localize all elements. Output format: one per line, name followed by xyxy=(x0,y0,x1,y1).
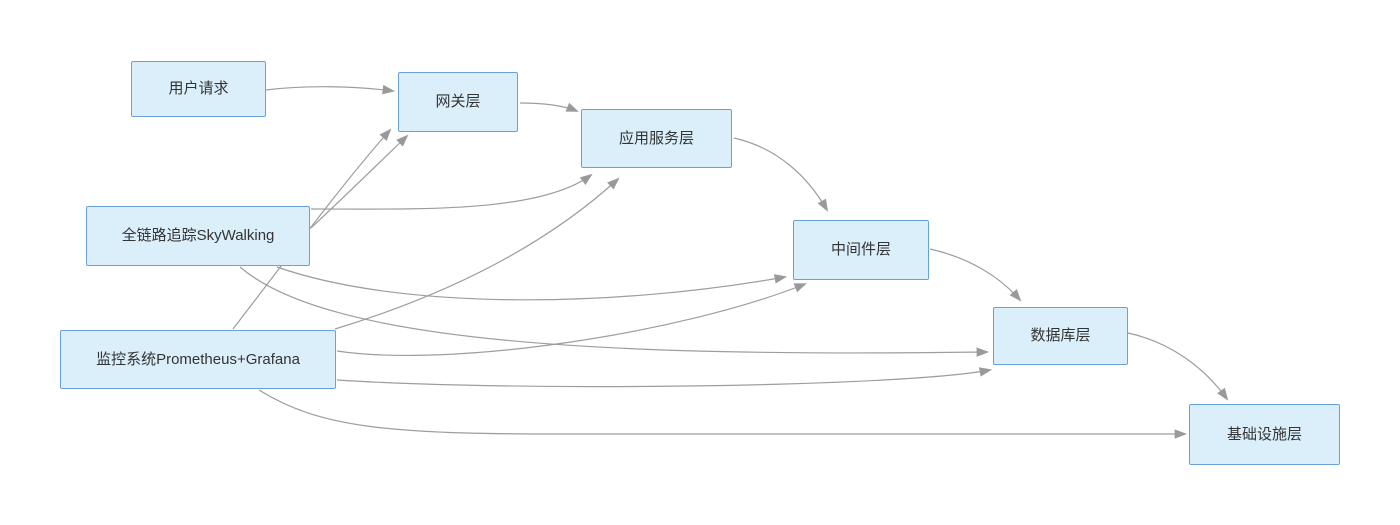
edge-user-request-gateway xyxy=(265,86,394,92)
edge-monitoring-database xyxy=(336,369,991,388)
arrowhead-gateway-app-service xyxy=(565,102,579,112)
edge-skywalking-database xyxy=(239,266,988,354)
node-user-request[interactable]: 用户请求 xyxy=(131,61,266,117)
edge-monitoring-infrastructure xyxy=(258,389,1185,435)
arrowhead-skywalking-app-service xyxy=(579,173,593,186)
node-label-user-request: 用户请求 xyxy=(168,80,229,98)
edge-database-infrastructure xyxy=(1127,332,1228,400)
node-skywalking[interactable]: 全链路追踪SkyWalking xyxy=(86,206,310,266)
node-label-database: 数据库层 xyxy=(1030,327,1091,345)
node-label-gateway: 网关层 xyxy=(435,93,481,111)
arrowhead-monitoring-infrastructure xyxy=(1174,429,1188,439)
node-infrastructure[interactable]: 基础设施层 xyxy=(1189,404,1340,465)
arrowhead-database-infrastructure xyxy=(1217,387,1229,401)
arrowhead-monitoring-database xyxy=(978,367,993,377)
arrowhead-monitoring-middleware xyxy=(793,283,807,293)
arrowhead-skywalking-middleware xyxy=(773,274,788,284)
arrowhead-skywalking-gateway xyxy=(396,134,409,147)
node-database[interactable]: 数据库层 xyxy=(993,307,1128,365)
arrowhead-user-request-gateway xyxy=(382,84,396,95)
edge-monitoring-gateway xyxy=(232,129,391,330)
edge-app-service-middleware xyxy=(733,137,828,211)
node-label-infrastructure: 基础设施层 xyxy=(1226,425,1302,443)
edge-monitoring-app-service xyxy=(334,178,619,330)
node-app-service[interactable]: 应用服务层 xyxy=(581,109,732,168)
node-label-skywalking: 全链路追踪SkyWalking xyxy=(121,227,275,245)
node-middleware[interactable]: 中间件层 xyxy=(793,220,929,280)
arrowhead-middleware-database xyxy=(1009,289,1022,302)
node-label-middleware: 中间件层 xyxy=(830,241,891,259)
edge-monitoring-middleware xyxy=(336,283,806,357)
arrowhead-monitoring-app-service xyxy=(607,177,620,190)
edge-skywalking-gateway xyxy=(310,135,408,229)
node-label-monitoring: 监控系统Prometheus+Grafana xyxy=(96,350,300,368)
arrowhead-skywalking-database xyxy=(976,347,990,357)
arrowhead-monitoring-gateway xyxy=(379,128,392,141)
node-gateway[interactable]: 网关层 xyxy=(398,72,518,132)
arrowhead-app-service-middleware xyxy=(817,198,829,212)
node-label-app-service: 应用服务层 xyxy=(618,129,694,147)
node-monitoring[interactable]: 监控系统Prometheus+Grafana xyxy=(60,330,336,389)
edge-middleware-database xyxy=(929,248,1021,301)
edge-skywalking-middleware xyxy=(276,266,786,301)
edge-skywalking-app-service xyxy=(310,174,592,210)
